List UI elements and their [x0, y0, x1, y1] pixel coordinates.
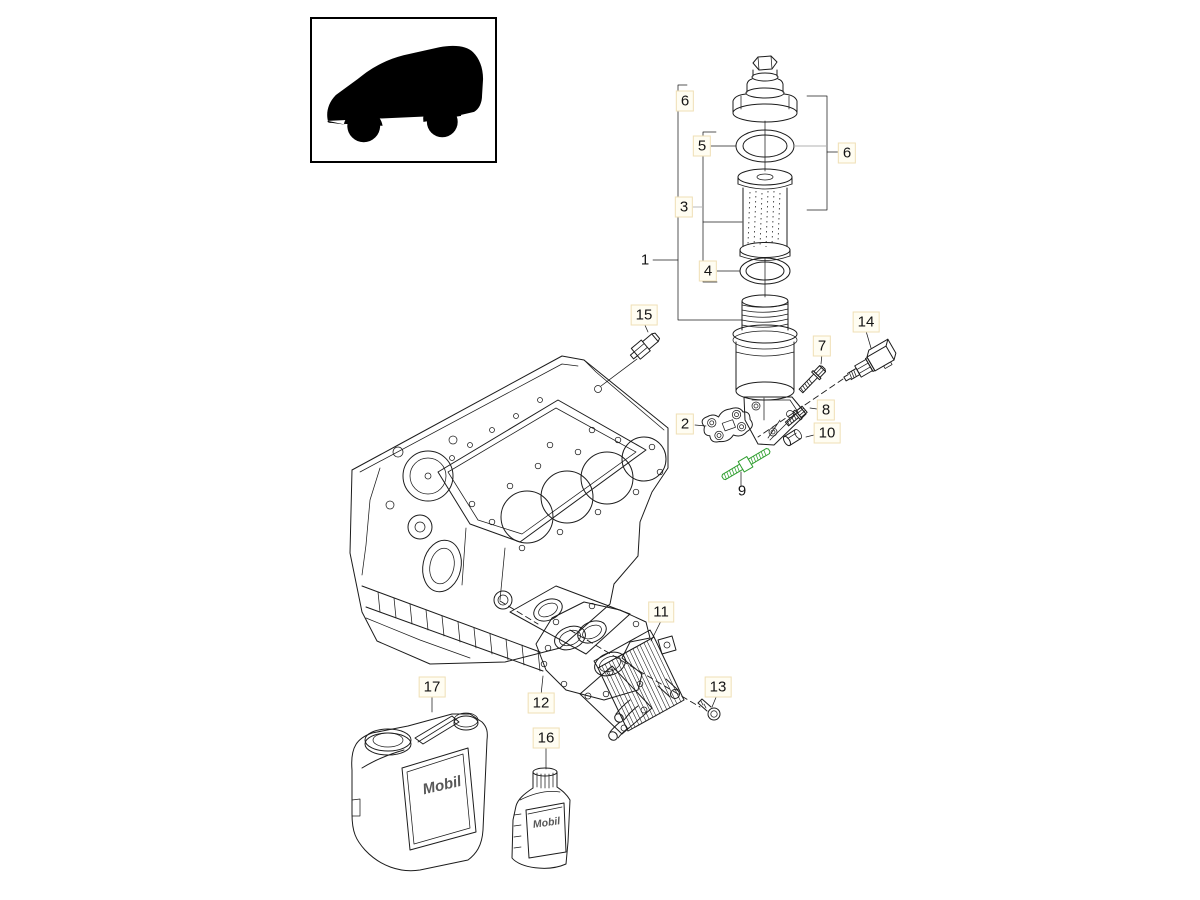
- oil-pressure-sensor-15[interactable]: [628, 330, 662, 362]
- filter-housing-drawing[interactable]: [732, 294, 798, 401]
- bottle-brand-label: Mobil: [532, 815, 562, 831]
- leader-lines: [431, 84, 872, 770]
- callout-4[interactable]: 4: [698, 260, 718, 282]
- housing-bracket-drawing: [743, 396, 807, 446]
- bracket-2-drawing[interactable]: [700, 404, 754, 445]
- screw-13-drawing[interactable]: [697, 698, 721, 721]
- callout-10[interactable]: 10: [813, 422, 841, 444]
- callout-1[interactable]: 1: [640, 251, 650, 269]
- engine-block-drawing: [349, 355, 669, 672]
- callout-2[interactable]: 2: [675, 413, 695, 435]
- oil-cooler-11-drawing[interactable]: [579, 629, 685, 742]
- callout-17[interactable]: 17: [418, 676, 446, 698]
- vehicle-thumbnail-box: [310, 17, 497, 163]
- callout-16[interactable]: 16: [532, 727, 560, 749]
- callout-11[interactable]: 11: [648, 601, 674, 623]
- callout-8[interactable]: 8: [816, 399, 836, 421]
- bolt-7-drawing[interactable]: [797, 364, 827, 395]
- plug-10-drawing[interactable]: [782, 428, 803, 447]
- callout-5[interactable]: 5: [692, 135, 712, 157]
- vehicle-suv-icon: [327, 44, 484, 143]
- callout-6-cap-group[interactable]: 6: [675, 90, 695, 112]
- jug-brand-label: Mobil: [421, 773, 464, 799]
- filter-element-drawing[interactable]: [737, 168, 793, 261]
- callout-14[interactable]: 14: [852, 311, 880, 333]
- callout-6-service-kit[interactable]: 6: [837, 142, 857, 164]
- oil-jug-17-drawing[interactable]: Mobil: [351, 712, 488, 872]
- temperature-sensor-14[interactable]: [839, 338, 900, 388]
- callout-12[interactable]: 12: [527, 692, 555, 714]
- stud-9-highlighted[interactable]: [720, 445, 773, 483]
- filter-cap-drawing[interactable]: [732, 55, 798, 123]
- callout-7[interactable]: 7: [812, 335, 832, 357]
- callout-3[interactable]: 3: [674, 196, 694, 218]
- callout-15[interactable]: 15: [630, 304, 658, 326]
- callout-9-highlighted[interactable]: 9: [737, 482, 747, 500]
- oil-bottle-16-drawing[interactable]: Mobil: [511, 767, 571, 869]
- callout-13[interactable]: 13: [704, 676, 732, 698]
